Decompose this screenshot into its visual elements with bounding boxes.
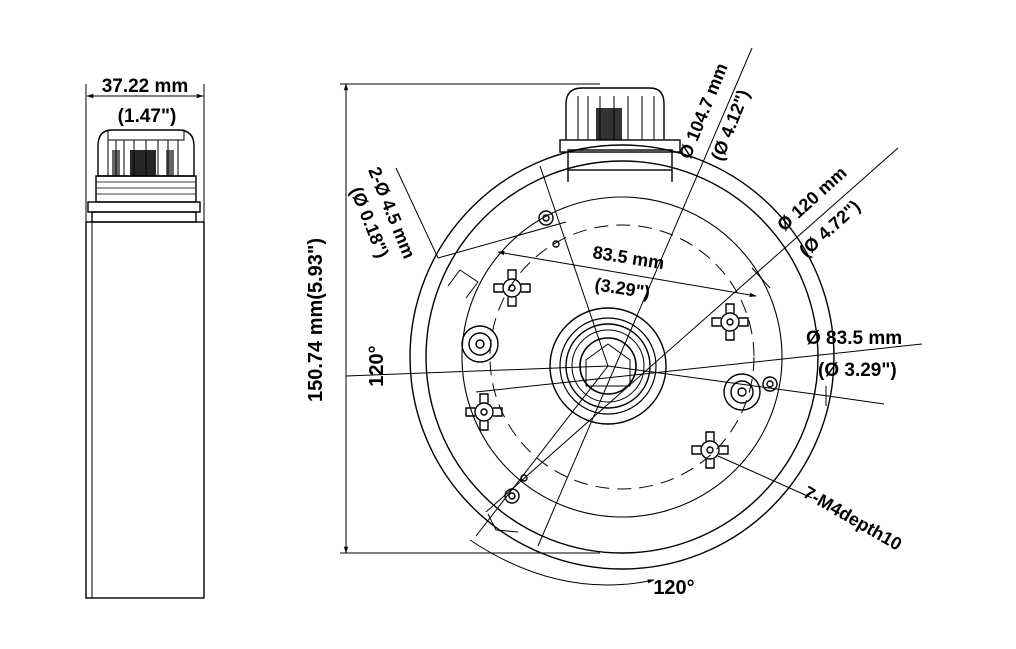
- side-flange: [87, 201, 201, 213]
- inner-ring: [461, 196, 783, 518]
- screw-star-4: [691, 431, 729, 469]
- center-fitting-inner: [579, 337, 637, 395]
- side-view: [85, 84, 205, 599]
- pcd-in-label: (Ø 3.29"): [818, 360, 897, 381]
- cable-boss-left: [461, 325, 499, 363]
- outer-circle: [409, 144, 835, 570]
- mount-hole-top: [538, 210, 554, 226]
- span-mm-label: 83.5 mm: [591, 242, 665, 273]
- screw-star-1: [493, 269, 531, 307]
- screws-label: 7-M4depth10: [800, 482, 905, 554]
- angle-bottom-label: 120°: [653, 577, 694, 599]
- front-gland-base: [567, 149, 673, 171]
- front-gland-cap: [565, 87, 665, 140]
- screw-star-2: [711, 303, 749, 341]
- leader-ring-dia: [485, 147, 899, 513]
- pcd-mm-label: Ø 83.5 mm: [806, 328, 902, 349]
- angle-arc-bottom: [469, 539, 655, 586]
- height-label: 150.74 mm(5.93"): [305, 238, 327, 402]
- angle-left-label: 120°: [366, 345, 388, 386]
- side-width-in: (1.47"): [118, 106, 177, 127]
- screw-star-3: [465, 393, 503, 431]
- base-ring: [425, 160, 819, 554]
- span-dimension: [497, 250, 757, 298]
- center-fitting-outer: [549, 307, 667, 425]
- span-in-label: (3.29"): [593, 274, 651, 302]
- pcd-circle: [489, 224, 755, 490]
- leader-pcd: [475, 343, 923, 393]
- side-body: [85, 221, 205, 599]
- cable-boss-right: [723, 373, 761, 411]
- front-view: [340, 47, 923, 586]
- side-width-mm: 37.22 mm: [102, 76, 189, 97]
